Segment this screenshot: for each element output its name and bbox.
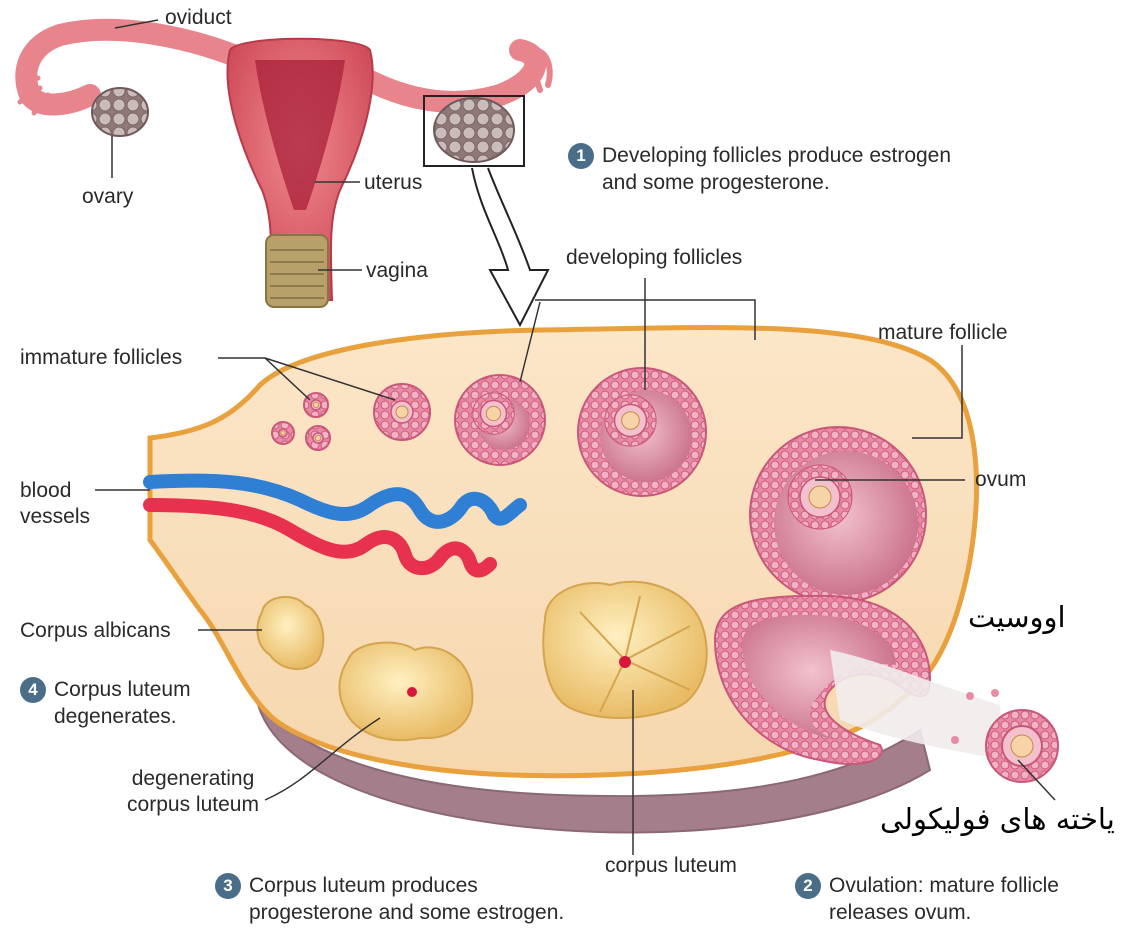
- step-2: 2 Ovulation: mature follicle releases ov…: [795, 872, 1095, 926]
- step-1-badge: 1: [568, 143, 594, 169]
- developing-follicle: [455, 375, 545, 465]
- immature-follicle: [272, 422, 294, 444]
- label-mature-follicle: mature follicle: [878, 320, 1008, 346]
- label-uterus: uterus: [364, 170, 422, 196]
- label-oocyte-persian: اووسیت: [968, 600, 1066, 634]
- step-3-text: Corpus luteum produces progesterone and …: [249, 872, 599, 926]
- label-corpus-luteum: corpus luteum: [605, 853, 737, 879]
- label-follicular-cells-persian: یاخته های فولیکولی: [880, 802, 1115, 836]
- immature-follicle: [374, 384, 430, 440]
- label-oviduct: oviduct: [165, 5, 232, 31]
- step-4-badge: 4: [20, 677, 46, 703]
- right-ovary-small: [434, 98, 514, 162]
- ovum-cell: [396, 406, 408, 418]
- immature-follicle: [306, 426, 330, 450]
- left-ovary-small: [92, 88, 148, 136]
- label-blood-vessels: blood vessels: [20, 478, 100, 530]
- step-2-badge: 2: [795, 873, 821, 899]
- right-oviduct: [350, 50, 535, 102]
- uterus-illustration: [20, 20, 550, 325]
- label-ovary: ovary: [82, 184, 133, 210]
- released-ovum: [986, 710, 1058, 782]
- label-vagina: vagina: [366, 258, 428, 284]
- mature-follicle: [750, 427, 926, 603]
- label-degenerating-corpus-luteum: degenerating corpus luteum: [108, 766, 278, 818]
- corpus-luteum-shape: [543, 582, 706, 718]
- step-4: 4 Corpus luteum degenerates.: [20, 676, 260, 730]
- zoom-arrow: [472, 168, 548, 325]
- step-1: 1 Developing follicles produce estrogen …: [568, 142, 988, 196]
- step-2-text: Ovulation: mature follicle releases ovum…: [829, 872, 1079, 926]
- label-developing-follicles: developing follicles: [566, 245, 742, 271]
- immature-follicle: [304, 393, 328, 417]
- ovum-cell: [622, 412, 640, 430]
- ovum-cell: [315, 435, 321, 441]
- step-4-text: Corpus luteum degenerates.: [54, 676, 234, 730]
- step-1-text: Developing follicles produce estrogen an…: [602, 142, 972, 196]
- label-ovum: ovum: [975, 467, 1026, 493]
- developing-follicle: [578, 368, 706, 496]
- label-immature-follicles: immature follicles: [20, 345, 182, 371]
- label-corpus-albicans: Corpus albicans: [20, 618, 171, 644]
- ovum-cell: [809, 486, 831, 508]
- degenerating-corpus-luteum-shape: [339, 643, 472, 741]
- step-3-badge: 3: [215, 873, 241, 899]
- step-3: 3 Corpus luteum produces progesterone an…: [215, 872, 615, 926]
- ovum-cell: [313, 402, 319, 408]
- ovum-cell: [281, 431, 285, 435]
- ovum-cell: [486, 406, 500, 420]
- vagina-canal: [266, 235, 328, 307]
